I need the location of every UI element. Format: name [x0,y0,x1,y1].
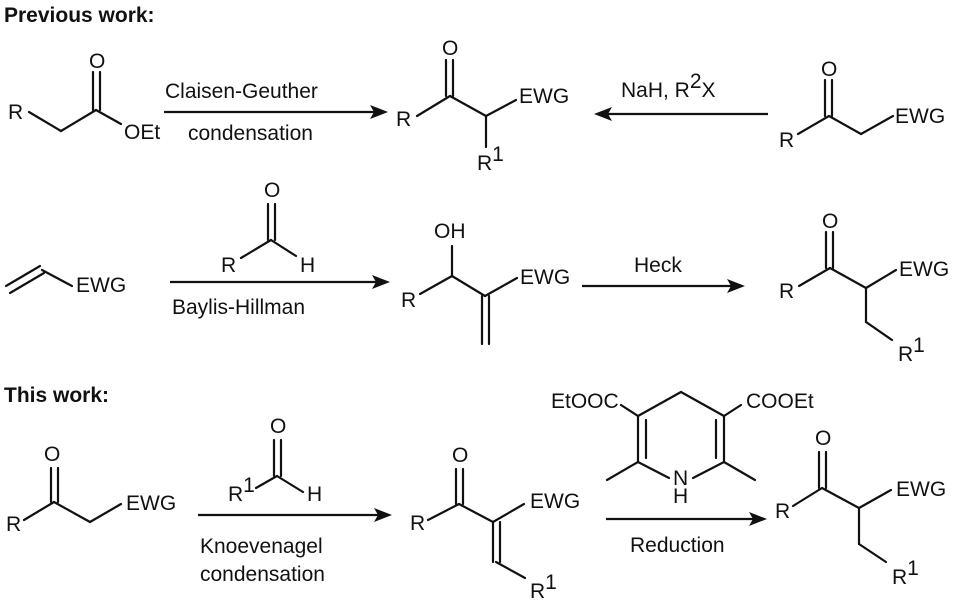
atom-r: R [779,280,794,303]
atom-o: O [442,37,458,60]
this-work-header: This work: [4,384,109,407]
atom-ewg: EWG [126,492,176,515]
atom-r: R [396,108,411,131]
final-product-structure: O R EWG R1 [775,427,946,589]
atom-o: O [452,444,468,467]
atom-r: R [8,101,23,124]
atom-ewg: EWG [899,258,949,281]
previous-work-header: Previous work: [4,4,155,27]
atom-ewg: EWG [520,266,570,289]
keto-ewg-structure: R O EWG [779,58,945,152]
atom-ewg: EWG [519,85,569,108]
atom-o: O [44,443,60,466]
heck-product-structure: R O EWG R1 [779,210,949,366]
claisen-arrow: Claisen-Geuther condensation [164,80,388,145]
atom-etooc: EtOOC [551,390,619,413]
atom-oet: OEt [124,121,160,144]
atom-h: H [307,483,322,506]
baylis-hillman-label: Baylis-Hillman [172,296,305,319]
baylis-hillman-arrow: Baylis-Hillman [170,275,390,319]
atom-h: H [300,254,315,277]
nah-reagent-label: NaH, R2X [621,70,716,102]
atom-ewg: EWG [896,478,946,501]
atom-nh-h: H [673,485,688,508]
atom-r: R [401,289,416,312]
claisen-label-line1: Claisen-Geuther [165,80,318,103]
atom-oh: OH [434,220,466,243]
atom-r: R [775,500,790,523]
atom-r: R [410,512,425,535]
atom-r1: R1 [530,571,557,603]
atom-o: O [270,415,286,438]
knoevenagel-product-structure: O R EWG R1 [410,444,580,603]
atom-r: R [6,513,21,536]
atom-n: N [673,467,688,490]
atom-o: O [815,427,831,450]
ethyl-ester-structure: R O OEt [8,50,160,144]
atom-r1: R1 [477,143,504,175]
atom-r: R [221,254,236,277]
reduction-label: Reduction [630,534,725,557]
atom-r1: R1 [892,557,919,589]
reduction-arrow: Reduction [606,512,767,557]
atom-cooet: COOEt [746,390,814,413]
hantzsch-ester-structure: EtOOC COOEt N H [551,390,814,508]
heck-label: Heck [634,254,682,277]
knoevenagel-arrow: Knoevenagel condensation [198,508,392,586]
knoevenagel-label-line1: Knoevenagel [200,535,323,558]
atom-r1: R1 [898,334,925,366]
alkylated-keto-ewg-structure: R O EWG R1 [396,37,569,175]
atom-o: O [821,58,837,81]
heck-arrow: Heck [582,254,745,293]
atom-r1: R1 [228,474,255,506]
alkylation-arrow: NaH, R2X [594,70,768,121]
atom-o: O [822,210,838,233]
atom-o: O [89,50,105,73]
baylis-hillman-adduct-structure: OH R EWG [401,220,570,346]
atom-r: R [779,129,794,152]
keto-ewg-starting-structure: O R EWG [6,443,176,536]
atom-ewg: EWG [76,274,126,297]
atom-o: O [264,179,280,202]
aldehyde-structure: O R H [221,179,315,277]
atom-ewg: EWG [530,490,580,513]
vinyl-ewg-structure: EWG [4,264,126,297]
knoevenagel-label-line2: condensation [200,563,325,586]
aldehyde-r1-structure: O R1 H [228,415,322,506]
atom-ewg: EWG [895,105,945,128]
claisen-label-line2: condensation [188,122,313,145]
